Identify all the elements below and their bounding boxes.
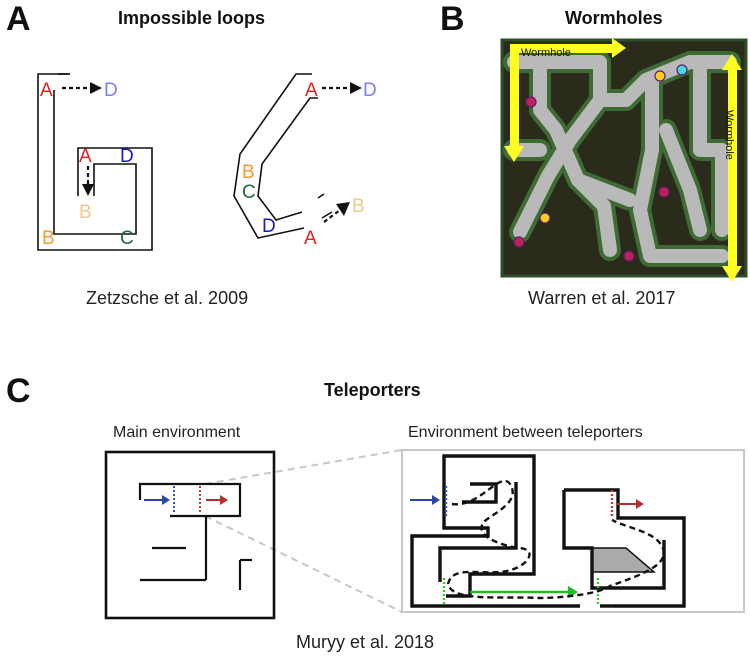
wormhole-arrows bbox=[504, 38, 742, 282]
panel-c-credit: Muryy et al. 2018 bbox=[296, 632, 435, 652]
top-wormhole-shaft bbox=[510, 44, 612, 53]
panel-c-title: Teleporters bbox=[324, 380, 421, 400]
left-label-b-light: B bbox=[79, 202, 92, 223]
right-loop-outer-wall bbox=[233, 73, 312, 239]
left-label-a-top: A bbox=[40, 80, 53, 101]
left-wormhole-head bbox=[504, 146, 524, 162]
left-impossible-loop bbox=[37, 73, 153, 251]
right-label-c: C bbox=[242, 182, 256, 203]
panel-b-title: Wormholes bbox=[565, 8, 663, 28]
right-wormhole-head-top bbox=[722, 54, 742, 70]
between-environment-frame bbox=[401, 449, 745, 613]
left-top-arrowhead bbox=[90, 82, 102, 94]
right-loop-inner-wall bbox=[257, 97, 318, 221]
panel-letter-a: A bbox=[6, 0, 31, 38]
wormhole-top-label: Wormhole bbox=[521, 47, 571, 59]
left-wormhole-shaft bbox=[510, 44, 519, 146]
left-loop-inner-wall bbox=[53, 90, 137, 235]
left-label-a-inner: A bbox=[79, 146, 92, 167]
right-bottom-arrowhead bbox=[336, 202, 350, 216]
right-label-a-bottom: A bbox=[304, 228, 317, 249]
left-loop-outer-wall bbox=[37, 73, 153, 251]
left-inner-arrowhead bbox=[82, 184, 94, 196]
right-label-d: D bbox=[262, 216, 276, 237]
main-environment-label: Main environment bbox=[113, 424, 241, 441]
main-environment-map bbox=[104, 450, 276, 620]
left-label-d-top: D bbox=[104, 80, 118, 101]
participant-path-dashed bbox=[446, 479, 666, 600]
right-wormhole-head-bottom bbox=[722, 266, 742, 282]
wormhole-right-label: Wormhole bbox=[723, 110, 735, 160]
left-label-b: B bbox=[42, 228, 55, 249]
right-label-d-top: D bbox=[363, 80, 377, 101]
panel-a-credit: Zetzsche et al. 2009 bbox=[86, 288, 249, 308]
right-label-b-light: B bbox=[352, 196, 365, 217]
maze-markers bbox=[513, 64, 688, 262]
top-wormhole-head bbox=[612, 38, 626, 58]
right-top-arrowhead bbox=[350, 82, 362, 94]
left-label-d-inner: D bbox=[120, 146, 134, 167]
main-teleporter-room bbox=[138, 482, 242, 518]
zoom-connector-top bbox=[204, 449, 403, 485]
main-environment-border bbox=[104, 450, 276, 620]
panel-a-title: Impossible loops bbox=[118, 8, 266, 28]
maze-paths bbox=[507, 55, 737, 263]
panel-b-credit: Warren et al. 2017 bbox=[528, 288, 676, 308]
right-label-a-top: A bbox=[305, 80, 318, 101]
right-bottom-dashed-arrow bbox=[323, 209, 341, 223]
left-label-c: C bbox=[120, 228, 134, 249]
right-label-b: B bbox=[242, 162, 255, 183]
right-wormhole-shaft bbox=[728, 70, 737, 266]
between-teleporters-label: Environment between teleporters bbox=[408, 424, 643, 441]
right-impossible-loop bbox=[233, 73, 333, 239]
panel-letter-c: C bbox=[6, 372, 31, 410]
panel-letter-b: B bbox=[440, 0, 465, 38]
zoom-connector-bottom bbox=[204, 515, 403, 613]
